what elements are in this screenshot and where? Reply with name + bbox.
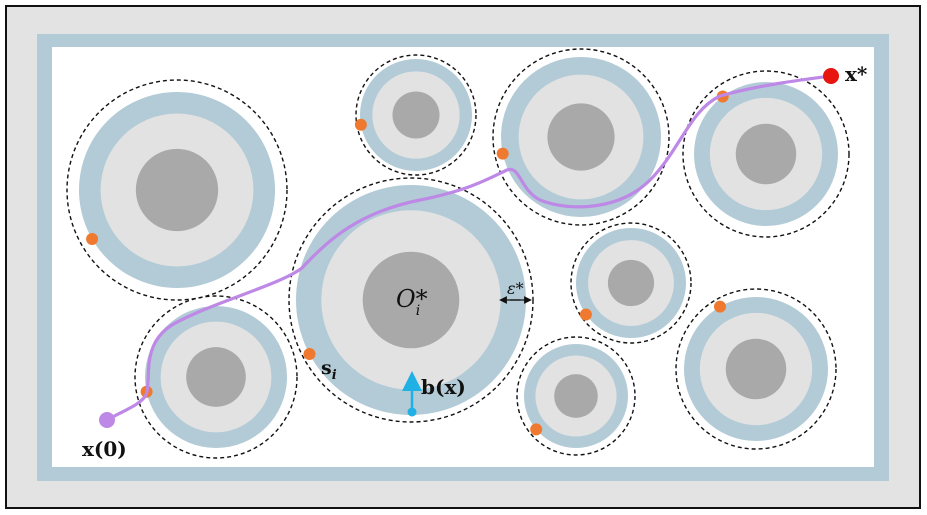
surface-point-label-sub: i — [332, 368, 337, 383]
obstacle-7 — [134, 295, 298, 459]
obstacle-core — [607, 259, 655, 307]
surface-point — [496, 147, 509, 160]
safety-margin-circle — [516, 336, 636, 456]
goal-label: x* — [845, 62, 868, 86]
obstacle-core — [392, 91, 440, 139]
surface-point-label: si — [321, 357, 337, 383]
safety-margin-circle — [570, 222, 692, 344]
safety-margin-circle — [675, 288, 837, 450]
goal-label-text: x* — [845, 62, 868, 86]
barrier-origin-dot — [407, 407, 417, 417]
safety-margin-circle — [492, 48, 670, 226]
surface-point-label-text: s — [321, 357, 332, 379]
start-label-text: x(0) — [82, 437, 127, 461]
obstacle-label: O*i — [396, 285, 428, 319]
obstacle-label-text: O* — [396, 285, 428, 313]
surface-point — [530, 423, 543, 436]
surface-point — [714, 300, 726, 313]
obstacle-3 — [492, 48, 670, 226]
obstacle-5 — [288, 177, 534, 423]
obstacle-label-sub: i — [416, 303, 420, 319]
surface-point — [579, 308, 592, 321]
surface-point — [354, 118, 367, 131]
obstacle-core — [725, 338, 787, 400]
safety-margin-circle — [682, 70, 850, 238]
obstacle-core — [362, 251, 460, 349]
barrier-label-text: b(x) — [421, 375, 466, 399]
obstacle-group — [66, 48, 850, 459]
surface-point — [303, 348, 316, 360]
obstacle-6 — [570, 222, 692, 344]
obstacle-core — [554, 374, 598, 418]
safety-margin-circle — [66, 79, 288, 301]
obstacle-8 — [516, 336, 636, 456]
barrier-label: b(x) — [421, 375, 466, 399]
trajectory-path — [106, 74, 832, 422]
obstacle-core — [547, 103, 615, 171]
safety-margin-circle — [134, 295, 298, 459]
obstacle-core — [135, 148, 219, 232]
safety-margin-circle — [355, 54, 477, 176]
start-point — [99, 412, 115, 428]
obstacle-core — [735, 123, 797, 185]
obstacle-2 — [354, 54, 477, 176]
start-label: x(0) — [82, 437, 127, 461]
obstacle-1 — [66, 79, 288, 301]
safety-margin-circle — [288, 177, 534, 423]
margin-label-text: ε* — [507, 279, 524, 298]
obstacle-9 — [675, 288, 837, 450]
obstacle-core — [186, 347, 246, 407]
goal-point — [823, 68, 839, 84]
surface-point — [86, 233, 99, 245]
margin-label: ε* — [507, 279, 524, 298]
